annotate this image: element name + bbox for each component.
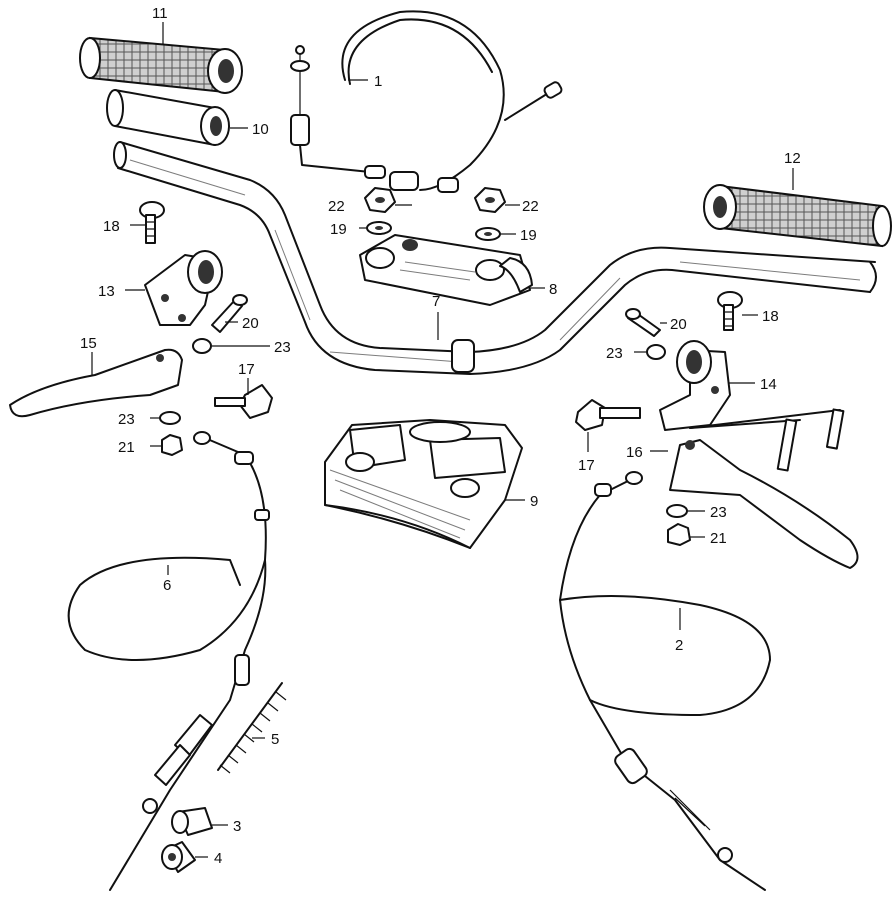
mirror-mount-screws bbox=[689, 408, 845, 472]
callout-10: 10 bbox=[252, 121, 269, 138]
callout-21-right: 21 bbox=[710, 530, 727, 547]
callout-2: 2 bbox=[675, 637, 683, 654]
clutch-lever bbox=[9, 348, 183, 418]
bolt-20-left bbox=[211, 294, 248, 333]
bolt-20-right bbox=[625, 308, 661, 337]
callout-19-left: 19 bbox=[330, 221, 347, 238]
callout-8: 8 bbox=[549, 281, 557, 298]
callout-20-left: 20 bbox=[242, 315, 259, 332]
callout-5: 5 bbox=[271, 731, 279, 748]
leader-lines bbox=[91, 22, 794, 858]
throttle-cable bbox=[290, 10, 563, 193]
handlebar-lower-holder bbox=[324, 419, 523, 549]
callout-16: 16 bbox=[626, 444, 643, 461]
callout-23-a: 23 bbox=[274, 339, 291, 356]
clutch-cable bbox=[67, 431, 270, 891]
pivot-bolt-17-right bbox=[575, 399, 641, 431]
callout-14: 14 bbox=[760, 376, 777, 393]
callout-19-right: 19 bbox=[520, 227, 537, 244]
bolt-18-right bbox=[717, 291, 743, 331]
callout-labels: 11 10 1 12 18 13 20 23 15 17 23 21 22 19… bbox=[80, 5, 801, 867]
callout-1: 1 bbox=[374, 73, 382, 90]
callout-7: 7 bbox=[432, 293, 440, 310]
brake-cable bbox=[559, 471, 771, 891]
callout-17-left: 17 bbox=[238, 361, 255, 378]
nut-22-left bbox=[364, 187, 396, 213]
spring bbox=[217, 682, 287, 774]
cable-adjuster-3 bbox=[171, 807, 213, 836]
callout-11: 11 bbox=[152, 5, 168, 22]
callout-23-d: 23 bbox=[710, 504, 727, 521]
nut-23-upper-right bbox=[646, 344, 666, 360]
callout-4: 4 bbox=[214, 850, 222, 867]
callout-23-b: 23 bbox=[118, 411, 135, 428]
handlebar-upper-holder bbox=[359, 234, 533, 306]
callout-9: 9 bbox=[530, 493, 538, 510]
callout-20-right: 20 bbox=[670, 316, 687, 333]
nut-23-lower-right bbox=[666, 504, 688, 518]
cable-cap-4 bbox=[161, 841, 196, 873]
brake-lever-bracket bbox=[659, 340, 731, 431]
nut-21-left bbox=[161, 434, 183, 456]
callout-22-left: 22 bbox=[328, 198, 345, 215]
washer-19-right bbox=[475, 227, 501, 241]
nut-23-lower-left bbox=[159, 411, 181, 425]
handlebar bbox=[113, 141, 877, 375]
washer-19-left bbox=[366, 221, 392, 235]
callout-18-left: 18 bbox=[103, 218, 120, 235]
grip-left bbox=[79, 36, 243, 94]
callout-23-c: 23 bbox=[606, 345, 623, 362]
callout-13: 13 bbox=[98, 283, 115, 300]
clutch-lever-bracket bbox=[144, 250, 223, 326]
callout-21-left: 21 bbox=[118, 439, 135, 456]
callout-18-right: 18 bbox=[762, 308, 779, 325]
bolt-18-left bbox=[139, 201, 165, 244]
brake-lever bbox=[669, 439, 859, 569]
grip-right bbox=[703, 184, 892, 248]
pivot-bolt-17-left bbox=[214, 384, 273, 419]
nut-21-right bbox=[667, 523, 691, 546]
callout-17-right: 17 bbox=[578, 457, 595, 474]
throttle-sleeve bbox=[106, 89, 230, 146]
nut-22-right bbox=[474, 187, 506, 213]
nut-23-upper-left bbox=[192, 338, 212, 354]
callout-15: 15 bbox=[80, 335, 97, 352]
callout-6: 6 bbox=[163, 577, 171, 594]
callout-22-right: 22 bbox=[522, 198, 539, 215]
callout-3: 3 bbox=[233, 818, 241, 835]
callout-12: 12 bbox=[784, 150, 801, 167]
